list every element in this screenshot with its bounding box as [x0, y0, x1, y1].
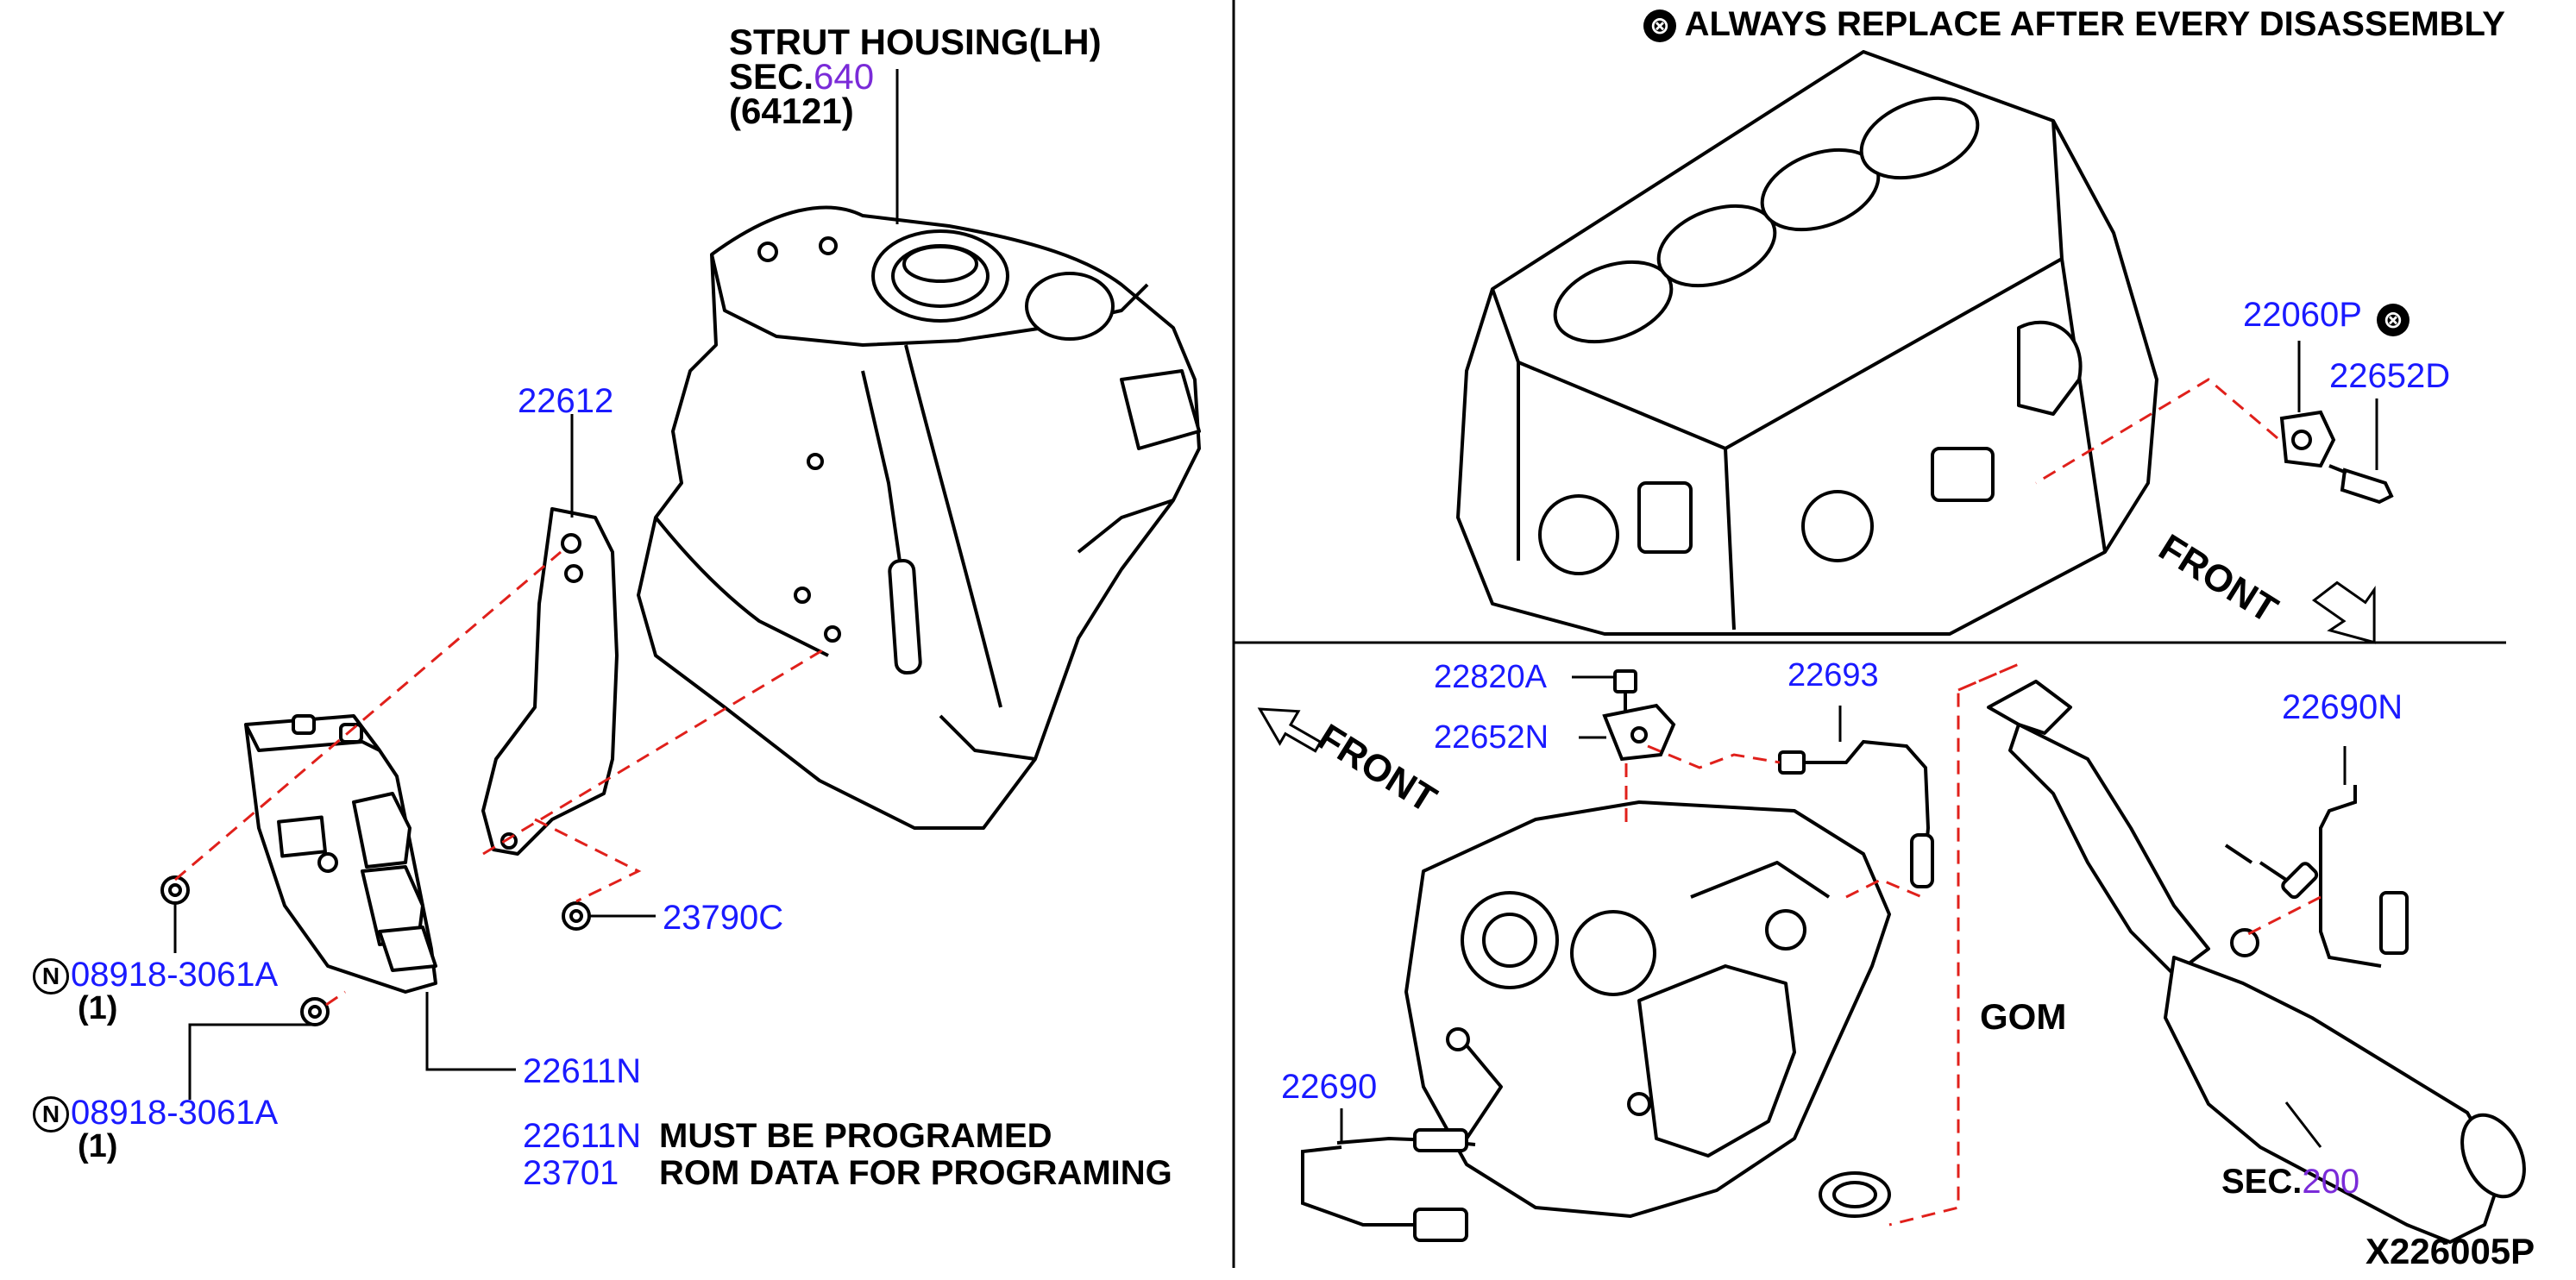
cylinder-bore-1: [1553, 260, 1674, 344]
knock-sensor-dashed-leader: [2035, 378, 2278, 485]
bracket-22612-illustration: [481, 507, 619, 856]
ecm-22611N-illustration: [244, 714, 437, 994]
gom-label: GOM: [1980, 996, 2067, 1037]
part-number-22820A[interactable]: 22820A: [1434, 659, 1548, 695]
left-dashed-leaders: [174, 550, 829, 1007]
part-number-22652N[interactable]: 22652N: [1434, 719, 1549, 756]
part-number-22612[interactable]: 22612: [518, 382, 614, 420]
part-number-22060P[interactable]: 22060P: [2243, 296, 2362, 334]
o2-sensor-22690-illustration: [1301, 1128, 1476, 1242]
o2-sensor-22690N-illustration: [2281, 785, 2409, 968]
bracket-22652N-illustration: [1602, 669, 1676, 762]
strut-housing-illustration: [637, 205, 1201, 830]
catalyst-illustration: [1987, 680, 2526, 1244]
strut-housing-sec-number[interactable]: 640: [814, 56, 875, 97]
engine-block-illustration: [1456, 50, 2158, 636]
note-2-text: ROM DATA FOR PROGRAMING: [659, 1154, 1172, 1192]
nut-quantity-top: (1): [78, 990, 118, 1026]
part-number-23790C[interactable]: 23790C: [663, 899, 784, 937]
left-leader-lines: [173, 69, 899, 1100]
nut-marker-bottom-icon: N: [33, 1096, 69, 1133]
catalyst-section-ref: SEC.200: [2221, 1164, 2359, 1199]
nut-number-bottom: 08918-3061A: [71, 1094, 279, 1132]
nut-marker-top-icon: N: [33, 958, 69, 995]
front-arrow-upper-shape: [2311, 580, 2376, 644]
lower-right-leaders: [1340, 675, 2347, 1148]
diagram-id: X226005P: [2366, 1231, 2535, 1271]
note-1-text: MUST BE PROGRAMED: [659, 1117, 1052, 1155]
replacement-note-text: ALWAYS REPLACE AFTER EVERY DISASSEMBLY: [1684, 5, 2505, 43]
upper-right-leaders: [2297, 341, 2378, 470]
part-number-22652D[interactable]: 22652D: [2329, 357, 2451, 395]
part-number-22690[interactable]: 22690: [1281, 1068, 1378, 1106]
replacement-note: ⊗ ALWAYS REPLACE AFTER EVERY DISASSEMBLY: [1643, 5, 2505, 43]
replace-marker-22060P-icon: ⊗: [2377, 304, 2410, 336]
lower-right-dashed-leaders: [1624, 662, 2322, 1227]
nut-quantity-bottom: (1): [78, 1128, 118, 1164]
part-number-22690N[interactable]: 22690N: [2282, 688, 2403, 726]
catalyst-outlet: [2460, 1113, 2526, 1199]
knock-sensor-illustration: [2279, 410, 2394, 505]
engine-assembly-illustration: [1404, 800, 1891, 1218]
strut-housing-sec-prefix: SEC.: [729, 56, 814, 97]
strut-housing-section-ref: SEC.640: [729, 59, 874, 95]
front-arrow-lower-shape: [1257, 707, 1323, 753]
replace-symbol-icon: ⊗: [1643, 9, 1676, 43]
part-number-22611N[interactable]: 22611N: [523, 1052, 642, 1090]
part-number-22693[interactable]: 22693: [1787, 657, 1879, 693]
nut-illustrations: [160, 875, 591, 1026]
note-1-number[interactable]: 22611N: [523, 1117, 642, 1155]
nut-number-top: 08918-3061A: [71, 956, 279, 994]
cylinder-bore-2: [1656, 204, 1777, 288]
cylinder-bore-4: [1859, 96, 1980, 180]
note-2-number[interactable]: 23701: [523, 1154, 619, 1192]
strut-housing-part-code: (64121): [729, 91, 854, 131]
replace-marker-22060P: ⊗: [2377, 304, 2410, 336]
catalyst-sec-prefix: SEC.: [2221, 1163, 2303, 1201]
strut-housing-name: STRUT HOUSING(LH): [729, 22, 1102, 62]
catalyst-sec-number[interactable]: 200: [2302, 1163, 2360, 1201]
